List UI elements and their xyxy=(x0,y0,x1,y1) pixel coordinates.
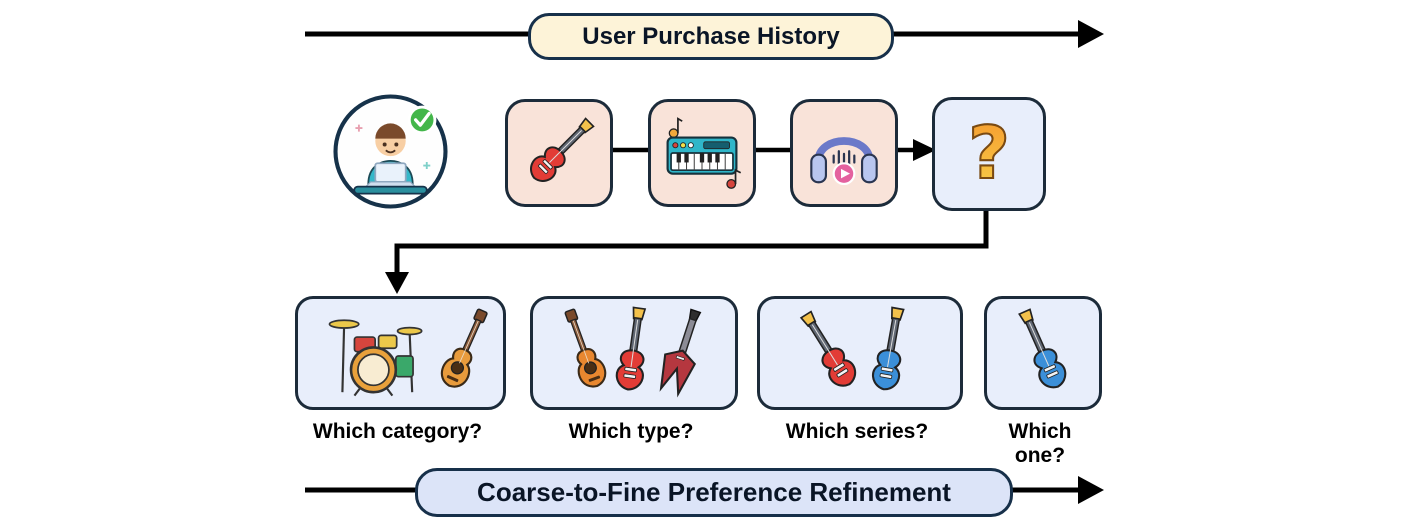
history-item-keyboard xyxy=(648,99,756,207)
history-item-electric-guitar xyxy=(505,99,613,207)
question-mark-icon: ? xyxy=(967,111,1011,197)
user-at-laptop-icon xyxy=(333,94,448,209)
history-item-headphones xyxy=(790,99,898,207)
option-label-one: Which one? xyxy=(1008,420,1072,467)
option-label-series: Which series? xyxy=(785,420,929,443)
electric-guitar-icon xyxy=(524,112,600,188)
bottom-banner-label: Coarse-to-Fine Preference Refinement xyxy=(477,477,951,507)
question-glyph: ? xyxy=(968,112,1010,196)
keyboard-synth-icon xyxy=(666,117,742,189)
acoustic-guitar-icon xyxy=(435,304,496,393)
blue-electric-guitar-icon xyxy=(869,305,912,393)
option-box-type xyxy=(530,296,738,410)
option-label-type: Which type? xyxy=(568,420,694,443)
flying-v-guitar-icon xyxy=(653,305,712,397)
option-box-category xyxy=(295,296,506,410)
blue-electric-guitar-icon xyxy=(1011,305,1071,393)
question-box: ? xyxy=(932,97,1046,211)
headphones-audio-icon xyxy=(810,137,878,186)
top-banner-label: User Purchase History xyxy=(582,22,840,50)
drum-kit-icon xyxy=(328,319,423,397)
user-avatar xyxy=(332,93,449,210)
red-electric-guitar-icon xyxy=(613,305,654,393)
elbow-connector xyxy=(385,200,989,294)
red-electric-guitar-icon xyxy=(793,306,862,393)
green-check-icon xyxy=(407,105,437,135)
option-label-category: Which category? xyxy=(312,420,483,443)
bottom-banner: Coarse-to-Fine Preference Refinement xyxy=(415,468,1013,517)
option-box-series xyxy=(757,296,963,410)
option-box-one xyxy=(984,296,1102,410)
acoustic-guitar-icon xyxy=(556,305,611,392)
top-banner: User Purchase History xyxy=(528,13,894,60)
